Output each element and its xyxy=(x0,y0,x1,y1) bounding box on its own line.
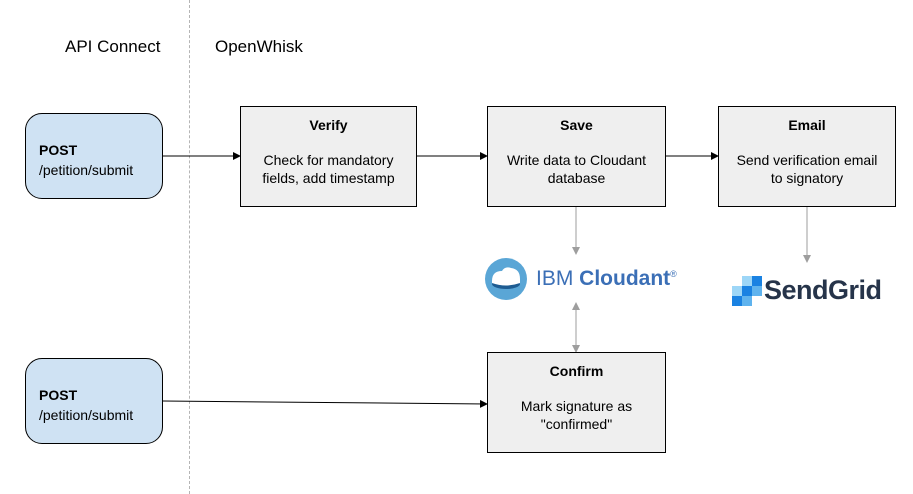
cloudant-name: Cloudant xyxy=(579,267,671,290)
step-description: Check for mandatory fields, add timestam… xyxy=(241,151,416,187)
step-description-line: Send verification email xyxy=(736,152,878,168)
sendgrid-logo: SendGrid xyxy=(732,275,882,306)
endpoint-method: POST xyxy=(39,387,78,403)
arrow-submit-to-confirm xyxy=(162,399,488,408)
endpoint-method: POST xyxy=(39,142,78,158)
api-connect-label: API Connect xyxy=(65,37,161,56)
step-title: Save xyxy=(560,117,593,133)
post-submit-endpoint[interactable]: POST /petition/submit xyxy=(25,113,163,199)
step-description-line: fields, add timestamp xyxy=(262,170,395,186)
sendgrid-wordmark: SendGrid xyxy=(764,275,882,305)
openwhisk-label: OpenWhisk xyxy=(215,37,303,56)
cloudant-wordmark: IBM Cloudant® xyxy=(536,267,677,291)
confirm-step[interactable]: Confirm Mark signature as "confirmed" xyxy=(487,352,666,453)
step-description-line: "confirmed" xyxy=(540,416,613,432)
step-description: Write data to Cloudant database xyxy=(488,151,665,187)
step-description: Send verification email to signatory xyxy=(719,151,895,187)
step-description-line: Mark signature as xyxy=(520,398,633,414)
step-description-line: Write data to Cloudant xyxy=(506,152,647,168)
cloudant-prefix: IBM xyxy=(536,267,580,290)
post-submit-endpoint-confirm[interactable]: POST /petition/submit xyxy=(25,358,163,444)
section-divider xyxy=(189,0,190,494)
endpoint-path: /petition/submit xyxy=(39,407,134,423)
save-step[interactable]: Save Write data to Cloudant database xyxy=(487,106,666,207)
ibm-cloudant-logo: IBM Cloudant® xyxy=(484,257,677,301)
verify-step[interactable]: Verify Check for mandatory fields, add t… xyxy=(240,106,417,207)
step-description-line: Check for mandatory xyxy=(263,152,394,168)
cloudant-icon xyxy=(485,258,527,300)
registered-mark: ® xyxy=(670,269,677,279)
step-title: Verify xyxy=(309,117,348,133)
sendgrid-icon xyxy=(732,275,762,306)
step-description-line: database xyxy=(547,170,606,186)
email-step[interactable]: Email Send verification email to signato… xyxy=(718,106,896,207)
step-title: Confirm xyxy=(549,363,604,379)
step-description: Mark signature as "confirmed" xyxy=(488,397,665,433)
endpoint-path: /petition/submit xyxy=(39,162,134,178)
step-description-line: to signatory xyxy=(770,170,844,186)
step-title: Email xyxy=(788,117,826,133)
